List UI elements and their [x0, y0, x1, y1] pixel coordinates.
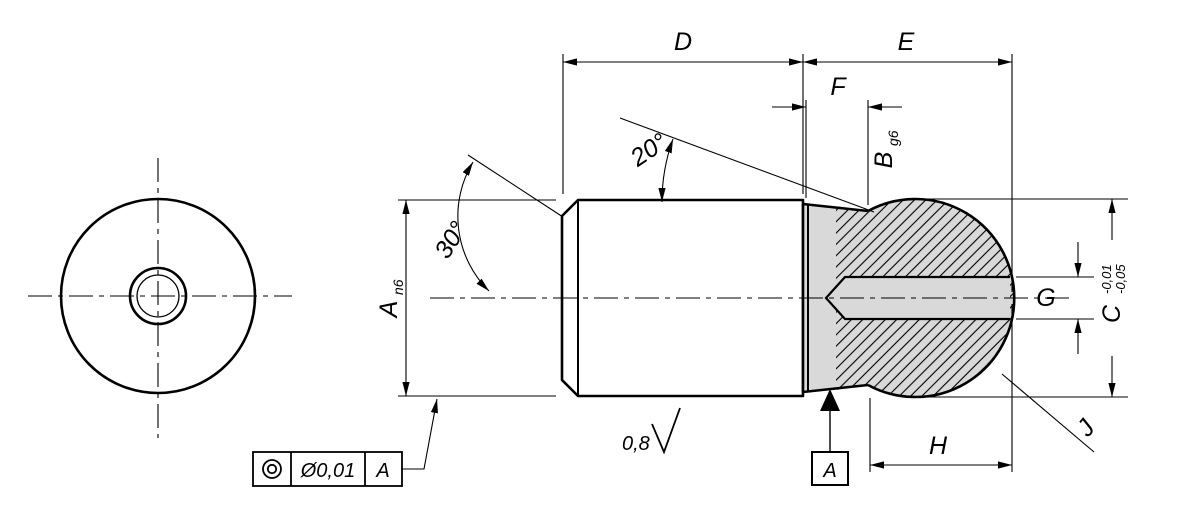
dimension-f: F: [772, 73, 902, 205]
front-view: [28, 158, 292, 438]
datum-triangle-icon: [820, 389, 840, 411]
fcf-frame: [252, 451, 403, 487]
angle-30-label: 30°: [429, 217, 473, 264]
dim-label-j: J: [1071, 414, 1101, 443]
dim-label-a: A: [375, 301, 403, 320]
roughness-check-icon: [651, 407, 681, 455]
dim-label-b-fit: g6: [885, 130, 901, 146]
bore-fill: [826, 277, 1010, 319]
angle-30: 30°: [429, 154, 564, 292]
datum-feature-symbol: A: [811, 389, 849, 486]
datum-letter: A: [822, 460, 836, 482]
dimension-h: H: [869, 304, 1013, 472]
dim-label-f: F: [830, 73, 847, 101]
dim-label-g: G: [1036, 284, 1055, 312]
angle-20-construction-line: [619, 117, 875, 213]
dimension-e: E: [803, 28, 1013, 292]
dimension-d: D: [562, 28, 804, 194]
dimension-a: A n6: [375, 199, 556, 397]
side-view: [430, 197, 1072, 399]
dim-label-d: D: [674, 28, 692, 56]
dimension-c: C -0,01 -0,05: [925, 198, 1128, 398]
bore-outline: [824, 275, 1010, 321]
concentricity-icon: [262, 459, 282, 479]
dim-label-h: H: [929, 432, 948, 460]
datum-box: [811, 451, 849, 486]
fcf-leader-line: [402, 398, 438, 470]
dimension-g: G: [1016, 242, 1094, 354]
fcf-tolerance: Ø0,01: [300, 460, 355, 482]
feature-control-frame: Ø0,01 A: [252, 398, 438, 487]
dim-label-c-tol-lower: -0,05: [1113, 264, 1128, 294]
j-leader-line: [1001, 373, 1095, 453]
dim-label-c-tol-upper: -0,01: [1099, 264, 1114, 294]
dim-label-e: E: [898, 28, 915, 56]
angle-20: 20°: [619, 117, 875, 213]
surface-finish-symbol: 0,8: [622, 407, 681, 455]
angle-30-construction-line: [467, 154, 564, 218]
dimension-j: J: [1001, 373, 1101, 453]
dimension-b: B g6: [870, 130, 901, 168]
surface-roughness-value: 0,8: [622, 433, 650, 455]
dim-label-a-fit: n6: [390, 279, 406, 295]
fcf-datum: A: [375, 460, 389, 482]
dim-label-b: B: [870, 152, 898, 169]
dim-label-c: C: [1098, 304, 1126, 323]
